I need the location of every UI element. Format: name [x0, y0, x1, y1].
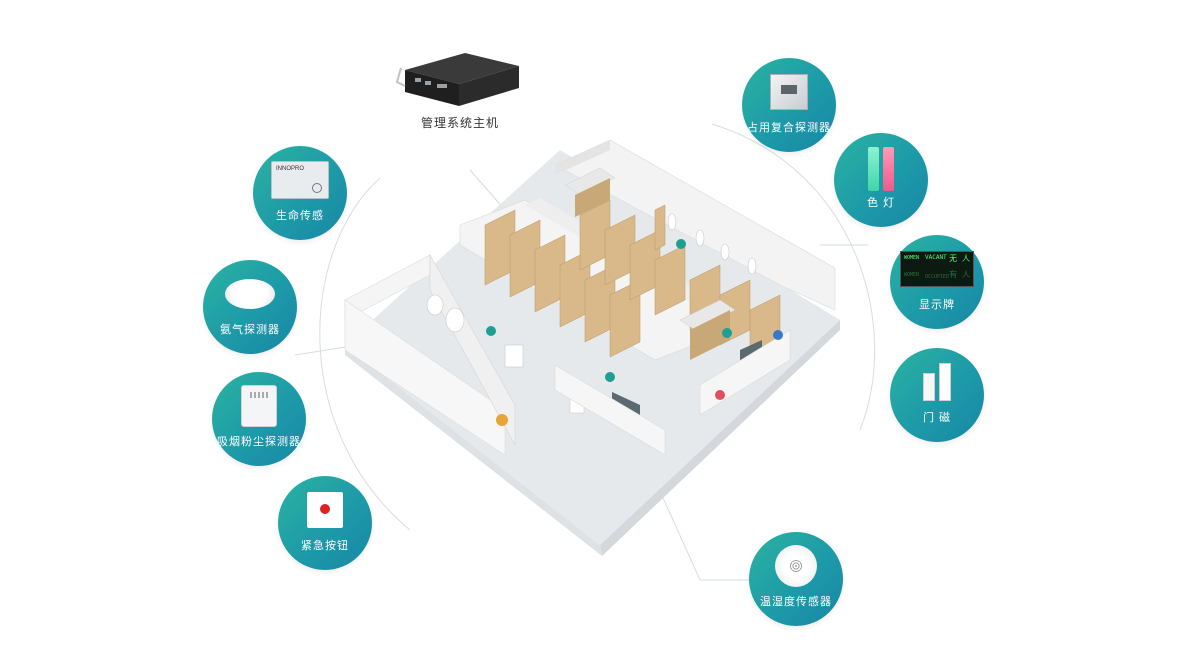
sink-counter-top [564, 167, 616, 196]
management-host-image [395, 53, 519, 106]
stall-partitions [484, 199, 781, 358]
emergency-button-label: 紧急按钮 [301, 540, 349, 553]
node-color-light: 色 灯 [834, 133, 928, 227]
ammonia-detector-icon [225, 279, 275, 310]
temp-humidity-sensor-icon [775, 545, 817, 588]
smoke-dust-detector-label: 吸烟粉尘探测器 [217, 436, 301, 449]
node-temp-humidity-sensor: 温湿度传感器 [749, 532, 843, 626]
ammonia-detector-label: 氨气探测器 [220, 324, 280, 337]
sensor-pin-stalls [676, 239, 686, 249]
wall-right-back [554, 139, 836, 311]
display-sign-icon: WOMEN VACANT 无 人 WOMEN OCCUPIED 有 人 [900, 251, 974, 288]
color-light-label: 色 灯 [866, 197, 896, 210]
sensor-pin-accessible [486, 326, 496, 336]
node-smoke-dust-detector: 吸烟粉尘探测器 [212, 372, 306, 466]
sensor-pin-sinks [722, 328, 732, 338]
emergency-button-icon [307, 492, 343, 529]
occupancy-detector-label: 占用复合探测器 [747, 122, 831, 135]
occupancy-detector-icon [770, 74, 808, 111]
door-magnet-label: 门 磁 [922, 412, 952, 425]
life-sensor-label: 生命传感 [276, 210, 324, 223]
life-sensor-brand: INNOPRO [276, 166, 305, 173]
wall-divider-a [429, 253, 516, 446]
toilet [426, 294, 444, 316]
smoke-detector-icon [241, 385, 277, 428]
female-sign [715, 390, 725, 400]
sensor-pin-center [605, 372, 615, 382]
accessible-sign [496, 414, 508, 426]
urinals [667, 213, 757, 275]
male-sign [773, 330, 783, 340]
temp-humidity-sensor-label: 温湿度传感器 [760, 596, 832, 609]
node-ammonia-detector: 氨气探测器 [203, 260, 297, 354]
node-door-magnet: 门 磁 [890, 348, 984, 442]
management-host-label: 管理系统主机 [420, 116, 499, 130]
node-emergency-button: 紧急按钮 [278, 476, 372, 570]
node-life-sensor: INNOPRO 生命传感 [253, 146, 347, 240]
door-magnet-icon [923, 363, 951, 402]
life-sensor-icon: INNOPRO [271, 161, 329, 200]
sink-counter-bottom [679, 299, 736, 331]
node-display-sign: WOMEN VACANT 无 人 WOMEN OCCUPIED 有 人 显示牌 [890, 235, 984, 329]
color-light-icon [868, 147, 894, 192]
display-sign-label: 显示牌 [919, 299, 955, 312]
node-occupancy-detector: 占用复合探测器 [742, 58, 836, 152]
wash-basin [504, 344, 524, 368]
